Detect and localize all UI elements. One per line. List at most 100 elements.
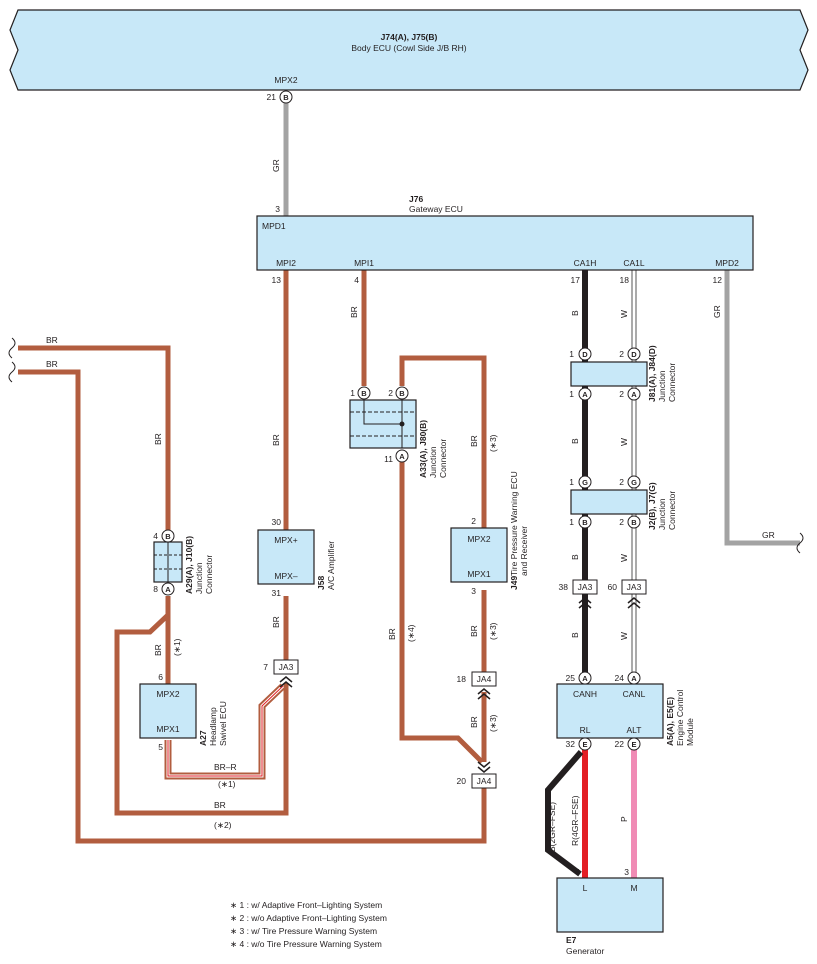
svg-text:GR: GR — [712, 305, 722, 318]
legend-item: ∗ 3 : w/ Tire Pressure Warning System — [230, 926, 377, 936]
svg-text:1: 1 — [569, 517, 574, 527]
body-ecu-code: J74(A), J75(B) — [381, 32, 438, 42]
svg-text:JA3: JA3 — [627, 582, 642, 592]
svg-text:W: W — [619, 632, 629, 640]
svg-text:2: 2 — [619, 389, 624, 399]
svg-text:8: 8 — [153, 584, 158, 594]
gateway-pin-ca1l: 18 — [620, 275, 630, 285]
svg-text:BR: BR — [469, 716, 479, 728]
j58-ac-amplifier-box[interactable] — [257, 529, 315, 585]
svg-text:38: 38 — [559, 582, 569, 592]
svg-text:11: 11 — [384, 454, 393, 464]
svg-text:BR: BR — [469, 625, 479, 637]
a27-headlamp-swivel-box[interactable] — [139, 683, 197, 739]
svg-text:Connector: Connector — [667, 491, 677, 530]
svg-text:BR: BR — [153, 433, 163, 445]
svg-text:B: B — [570, 438, 580, 444]
svg-text:B: B — [570, 554, 580, 560]
svg-text:BR: BR — [387, 628, 397, 640]
svg-text:1: 1 — [569, 477, 574, 487]
j2-junction-box[interactable] — [570, 489, 648, 515]
gateway-t-ca1l: CA1L — [623, 258, 645, 268]
svg-text:Junction: Junction — [657, 498, 667, 530]
ja3-marker-canh — [572, 579, 598, 595]
svg-text:D: D — [631, 350, 637, 359]
svg-text:22: 22 — [615, 739, 625, 749]
svg-text:BR: BR — [214, 800, 226, 810]
ecm-box[interactable] — [556, 683, 664, 739]
wire-br-outer-loop — [18, 369, 487, 844]
connector-circle — [279, 90, 293, 104]
svg-text:JA3: JA3 — [578, 582, 593, 592]
svg-text:BR–R: BR–R — [214, 762, 237, 772]
svg-text:B: B — [570, 310, 580, 316]
svg-text:4: 4 — [153, 531, 158, 541]
svg-text:6: 6 — [158, 672, 163, 682]
generator-box[interactable] — [556, 877, 664, 933]
svg-text:B: B — [570, 632, 580, 638]
svg-text:Connector: Connector — [438, 439, 448, 478]
j2-code: J2(B), J7(G) — [647, 482, 657, 530]
svg-text:B: B — [582, 518, 588, 527]
svg-text:1: 1 — [350, 388, 355, 398]
body-ecu-box[interactable] — [9, 9, 809, 91]
a27-code: A27 — [198, 730, 208, 746]
svg-text:60: 60 — [608, 582, 618, 592]
wire-b-2gr — [545, 750, 584, 877]
svg-text:JA4: JA4 — [477, 674, 492, 684]
gateway-pin-mpd1: 3 — [275, 204, 280, 214]
svg-text:5: 5 — [158, 742, 163, 752]
ja4-marker-upper — [471, 671, 497, 687]
legend: ∗ 1 : w/ Adaptive Front–Lighting System … — [230, 900, 387, 949]
svg-text:7: 7 — [263, 662, 268, 672]
svg-text:MPX1: MPX1 — [156, 724, 179, 734]
svg-text:3: 3 — [624, 867, 629, 877]
svg-text:MPX1: MPX1 — [467, 569, 490, 579]
svg-text:MPX2: MPX2 — [156, 689, 179, 699]
svg-text:B: B — [165, 532, 171, 541]
gateway-ecu-box[interactable] — [256, 215, 754, 271]
svg-text:P: P — [619, 816, 629, 822]
j81-code: J81(A), J84(D) — [647, 345, 657, 402]
j49-tire-pressure-box[interactable] — [450, 527, 508, 583]
svg-text:A: A — [631, 390, 637, 399]
wire-br-inner-loop — [114, 613, 289, 816]
svg-text:R(4GR–FSE): R(4GR–FSE) — [570, 795, 580, 846]
svg-text:(∗4): (∗4) — [406, 624, 416, 642]
svg-text:W: W — [619, 310, 629, 318]
gateway-pin-mpi2: 13 — [272, 275, 282, 285]
svg-text:A: A — [631, 674, 637, 683]
svg-text:Junction: Junction — [194, 562, 204, 594]
gateway-t-mpd1: MPD1 — [262, 221, 286, 231]
wire-br-top-left — [18, 345, 171, 530]
svg-text:(∗3): (∗3) — [488, 714, 498, 732]
ja3-marker-mpx — [273, 659, 299, 675]
svg-text:2: 2 — [619, 349, 624, 359]
svg-text:31: 31 — [272, 588, 282, 598]
generator-name: Generator — [566, 946, 604, 956]
svg-text:A: A — [399, 452, 405, 461]
j49-code: J49 — [509, 576, 519, 590]
svg-text:(∗2): (∗2) — [214, 820, 232, 830]
svg-text:G: G — [582, 478, 588, 487]
j81-junction-box[interactable] — [570, 361, 648, 387]
svg-text:Connector: Connector — [204, 555, 214, 594]
svg-text:BR: BR — [153, 644, 163, 656]
svg-text:Junction: Junction — [657, 370, 667, 402]
gateway-code: J76 — [409, 194, 423, 204]
gateway-pin-mpi1: 4 — [354, 275, 359, 285]
gateway-name: Gateway ECU — [409, 204, 463, 214]
svg-text:M: M — [630, 883, 637, 893]
wire-br-a33-j49 — [399, 355, 487, 528]
legend-item: ∗ 2 : w/o Adaptive Front–Lighting System — [230, 913, 387, 923]
svg-text:2: 2 — [471, 516, 476, 526]
svg-text:GR: GR — [271, 159, 281, 172]
svg-text:18: 18 — [457, 674, 467, 684]
gateway-pin-mpd2: 12 — [713, 275, 723, 285]
gateway-t-mpi2: MPI2 — [276, 258, 296, 268]
svg-text:30: 30 — [272, 517, 282, 527]
svg-text:JA3: JA3 — [279, 662, 294, 672]
svg-text:(∗3): (∗3) — [488, 622, 498, 640]
body-ecu-name: Body ECU (Cowl Side J/B RH) — [351, 43, 466, 53]
